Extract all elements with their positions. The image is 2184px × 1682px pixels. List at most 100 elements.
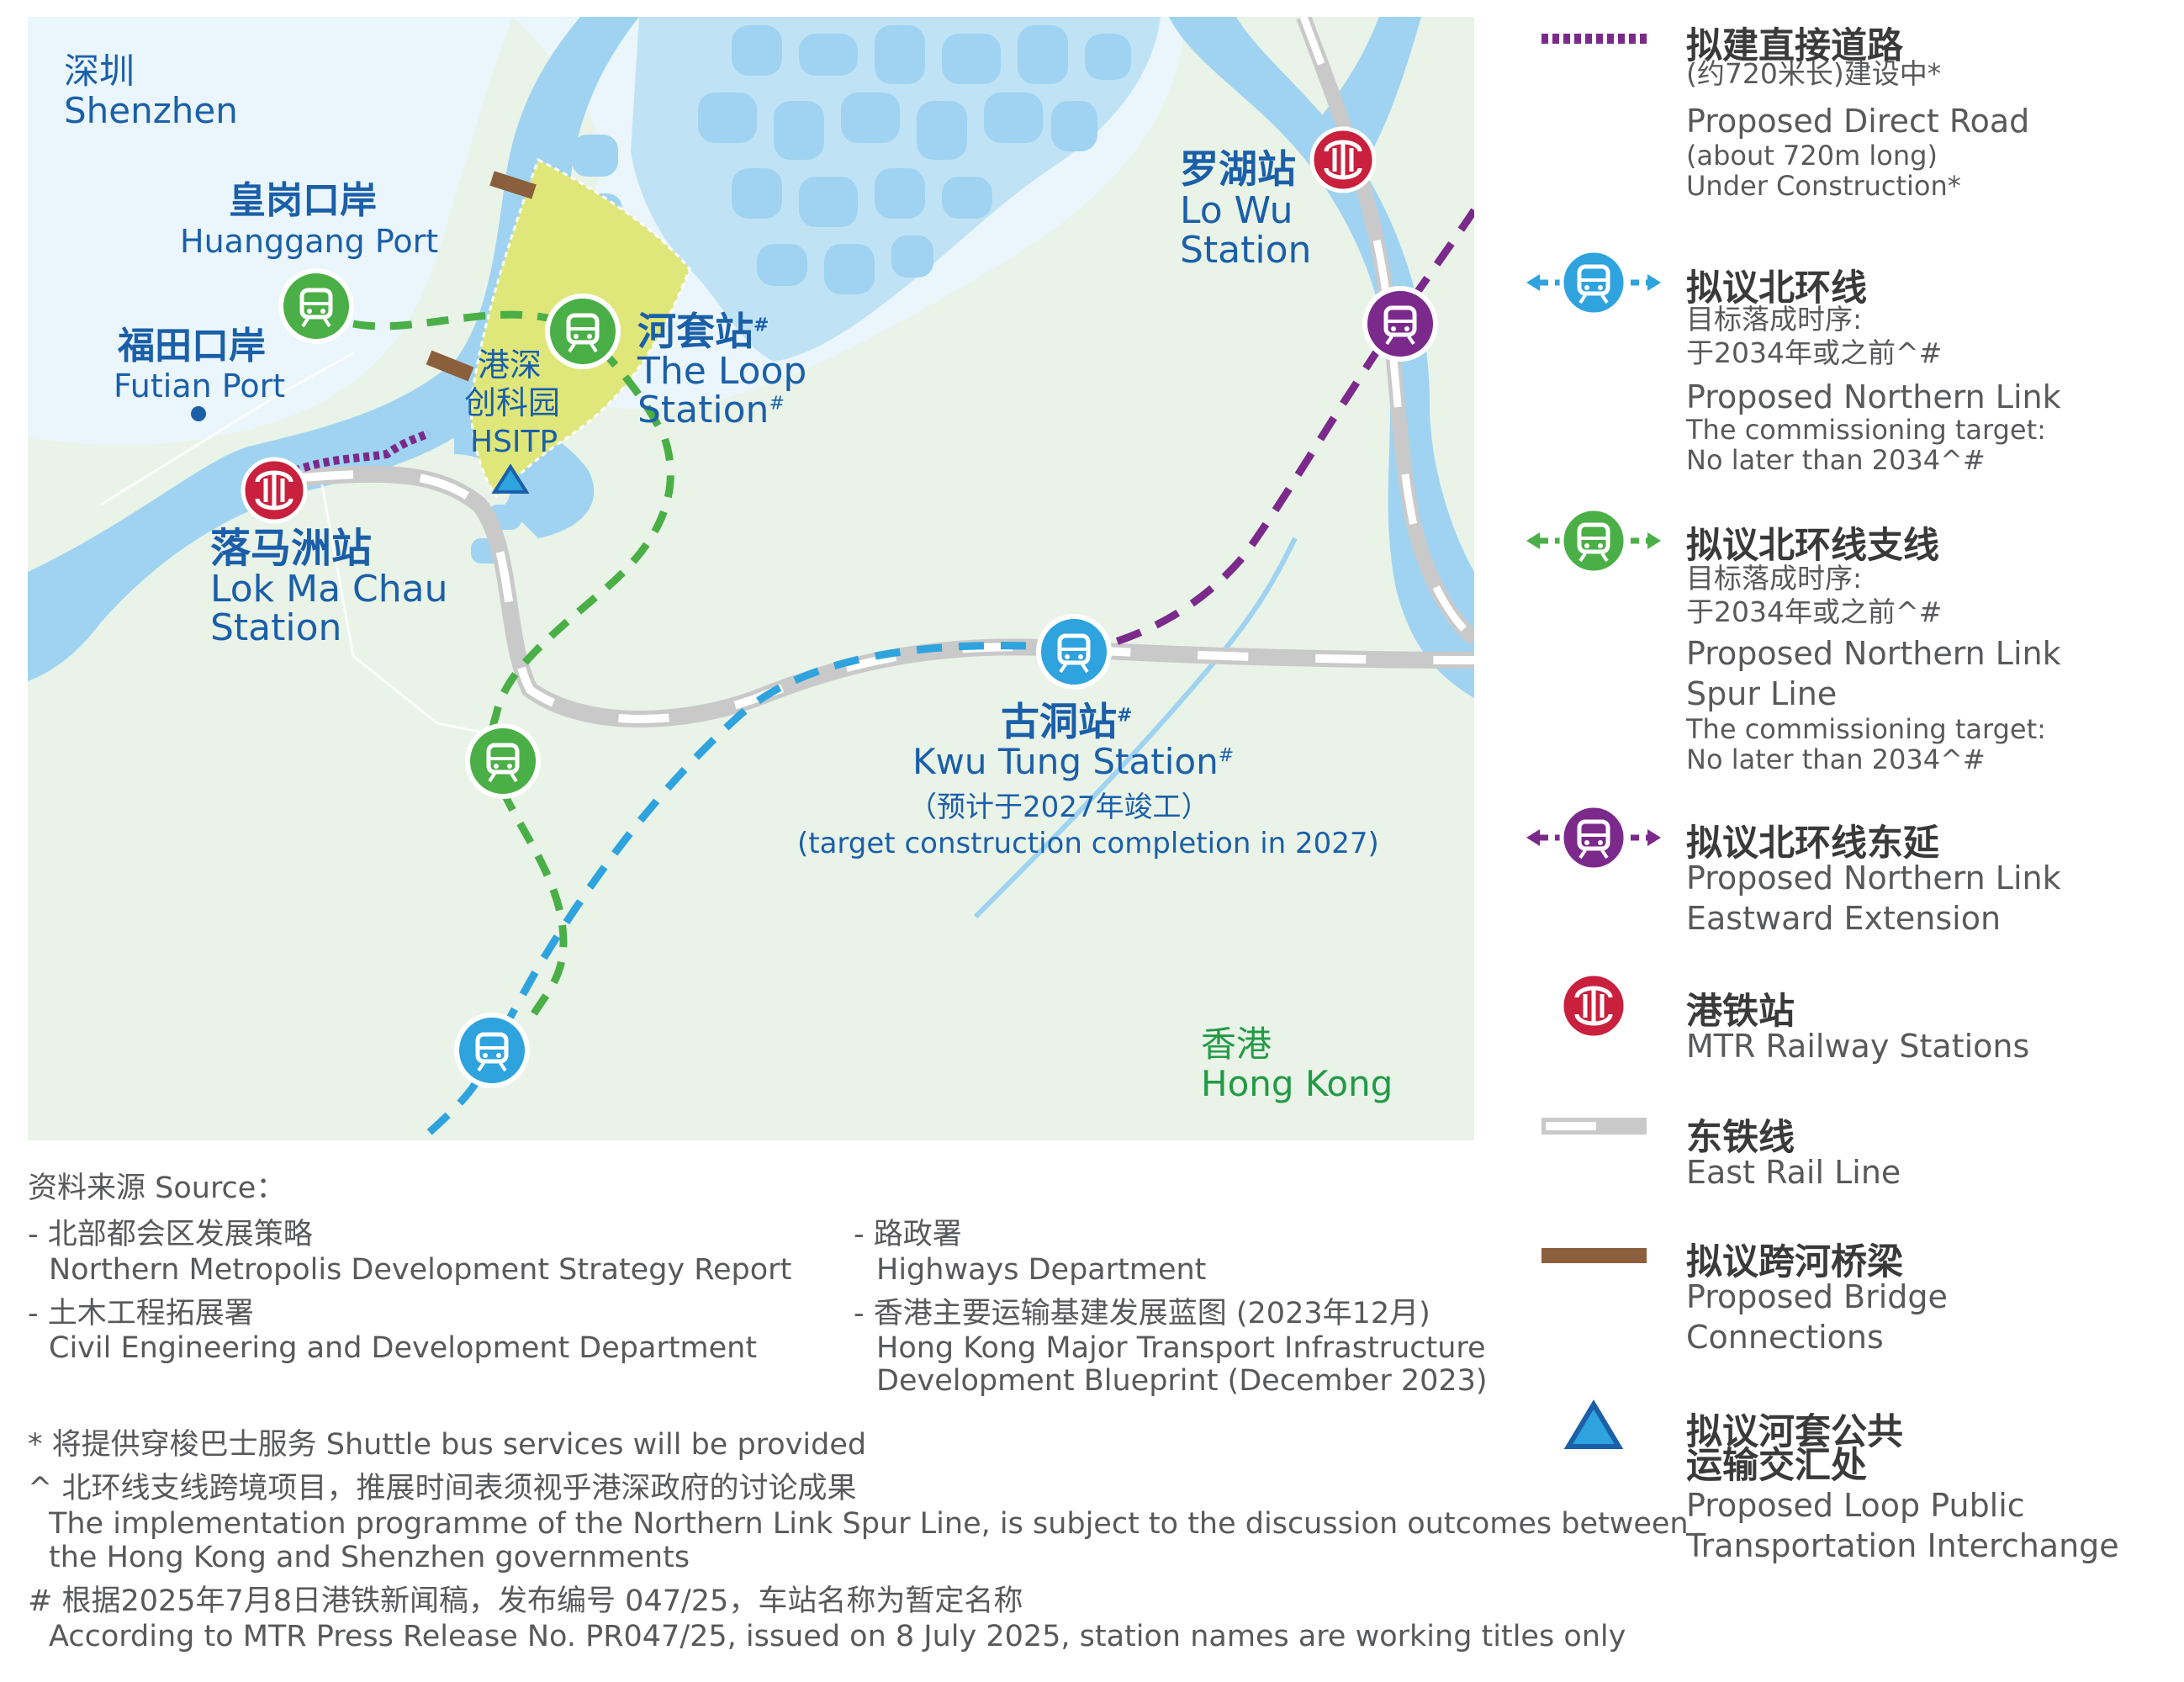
hongkong-label-en: Hong Kong (1201, 1063, 1393, 1104)
legend-pti-en-2: Transportation Interchange (1686, 1527, 2119, 1564)
loop-label-cn: 河套站# (637, 309, 769, 354)
legend-northern-link-cn: 拟议北环线 (1686, 267, 1867, 309)
lo-wu-mtr-station[interactable] (1309, 126, 1377, 193)
shenzhen-land (28, 17, 513, 446)
legend-symbols (1526, 34, 1661, 1449)
source-4-cn: - 香港主要运输基建发展蓝图 (2023年12月) (854, 1297, 1430, 1330)
lo-wu-river (1169, 17, 1474, 698)
kwutung-note-cn: （预计于2027年竣工） (908, 791, 1210, 824)
legend-direct-road-cn: 拟建直接道路 (1686, 25, 1903, 67)
legend-bridge-cn: 拟议跨河桥梁 (1686, 1241, 1903, 1283)
legend-bridge-swatch (1541, 1248, 1647, 1263)
legend-spur-line-en-4: No later than 2034^# (1686, 743, 1986, 775)
legend-northern-link-en-1: Proposed Northern Link (1686, 378, 2061, 415)
fish-ponds (471, 17, 1161, 563)
legend-mtr-swatch (1559, 971, 1628, 1040)
note-spur-cn: ^ 北环线支线跨境项目，推展时间表须视乎港深政府的讨论成果 (28, 1472, 857, 1505)
lmc-label-cn: 落马洲站 (210, 525, 373, 572)
shenzhen-label-en: Shenzhen (64, 90, 238, 131)
legend-pti-cn-1: 拟议河套公共 (1686, 1411, 1903, 1453)
legend-northern-link-en-3: No later than 2034^# (1686, 444, 1986, 476)
source-1-cn: - 北部都会区发展策略 (28, 1218, 313, 1251)
kwutung-label-en: Kwu Tung Station# (912, 741, 1235, 782)
huanggang-label-cn: 皇岗口岸 (229, 179, 377, 222)
note-shuttle: * 将提供穿梭巴士服务 Shuttle bus services will be… (28, 1428, 867, 1462)
lmc-label-en-1: Lok Ma Chau (210, 568, 448, 611)
hsitp-label-en: HSITP (470, 425, 558, 459)
legend-northern-link-en-2: The commissioning target: (1686, 414, 2046, 446)
futian-label-en: Futian Port (114, 368, 286, 405)
northern-link-south-station[interactable] (454, 1013, 530, 1088)
kwutung-label-cn: 古洞站# (1001, 699, 1133, 744)
legend-northern-link-cn-sub2: 于2034年或之前^# (1686, 336, 1943, 369)
hsitp-label-cn-1: 港深 (478, 346, 542, 383)
legend-eastward-cn: 拟议北环线东延 (1686, 822, 1939, 865)
lowu-label-en-2: Station (1180, 229, 1312, 272)
legend-mtr-en: MTR Railway Stations (1686, 1028, 2030, 1065)
legend-direct-road-en-1: Proposed Direct Road (1686, 103, 2030, 140)
legend-eastward-en-2: Eastward Extension (1686, 900, 2002, 937)
legend-spur-line-en-3: The commissioning target: (1686, 713, 2046, 745)
legend-pti-en-1: Proposed Loop Public (1686, 1487, 2025, 1524)
legend-east-rail-swatch (1541, 1118, 1647, 1135)
lowu-label-cn: 罗湖站 (1180, 146, 1296, 192)
kwutung-note-en: (target construction completion in 2027) (797, 827, 1379, 860)
kwu-tung-station[interactable] (1036, 614, 1112, 690)
lmc-label-en-2: Station (210, 606, 342, 649)
east-rail-line (302, 465, 1474, 727)
futian-port-marker (191, 406, 206, 421)
hsitp-label-cn-2: 创科园 (464, 384, 561, 421)
note-names-cn: # 根据2025年7月8日港铁新闻稿，发布编号 047/25，车站名称为暂定名称 (28, 1584, 1023, 1618)
loop-label-en-2: Station# (637, 389, 785, 431)
legend-pti-cn-2: 运输交汇处 (1686, 1445, 1867, 1487)
source-2-en: Civil Engineering and Development Depart… (49, 1331, 758, 1365)
lo-wu-eastward-station[interactable] (1362, 286, 1438, 362)
loop-label-en-1: The Loop (637, 350, 807, 393)
legend-bridge-en-2: Connections (1686, 1319, 1884, 1356)
legend-spur-line-cn-sub2: 于2034年或之前^# (1686, 595, 1943, 628)
legend-eastward-en-1: Proposed Northern Link (1686, 860, 2061, 897)
legend-direct-road-cn-sub: (约720米长)建设中* (1686, 57, 1942, 90)
legend-spur-line-cn-sub: 目标落成时序: (1686, 562, 1863, 595)
shenzhen-label-cn: 深圳 (64, 50, 135, 92)
legend-east-rail-cn: 东铁线 (1686, 1117, 1795, 1159)
huanggang-label-en: Huanggang Port (180, 223, 439, 260)
source-2-cn: - 土木工程拓展署 (28, 1297, 254, 1330)
loop-pti-marker (491, 463, 530, 494)
note-spur-en: The implementation programme of the Nort… (49, 1507, 1689, 1541)
legend-east-rail-en: East Rail Line (1686, 1154, 1901, 1191)
spur-line (352, 310, 674, 755)
legend-spur-line-cn: 拟议北环线支线 (1686, 525, 1939, 567)
hongkong-label-cn: 香港 (1201, 1023, 1272, 1065)
legend-spur-line-swatch (1526, 506, 1661, 575)
loop-station[interactable] (545, 294, 621, 369)
source-3-en: Highways Department (876, 1253, 1207, 1287)
legend-direct-road-en-3: Under Construction* (1686, 170, 1961, 202)
legend-spur-line-en-1: Proposed Northern Link (1686, 635, 2061, 672)
futian-label-cn: 福田口岸 (118, 325, 266, 368)
legend-mtr-cn: 港铁站 (1686, 991, 1795, 1033)
huanggang-station[interactable] (278, 268, 354, 344)
shenzhen-river (28, 17, 639, 681)
bridge-north (489, 171, 537, 199)
legend-bridge-en-1: Proposed Bridge (1686, 1278, 1948, 1315)
spur-south-station[interactable] (465, 723, 541, 799)
lok-ma-chau-mtr-station[interactable] (241, 457, 308, 524)
legend-spur-line-en-2: Spur Line (1686, 675, 1838, 712)
legend-eastward-swatch (1526, 803, 1661, 872)
source-3-cn: - 路政署 (854, 1218, 962, 1251)
eastward-extension (1076, 208, 1474, 656)
legend-northern-link-cn-sub: 目标落成时序: (1686, 303, 1863, 336)
note-spur-en2: the Hong Kong and Shenzhen governments (49, 1541, 690, 1574)
legend-northern-link-swatch (1526, 248, 1661, 317)
legend-direct-road-en-2: (about 720m long) (1686, 140, 1938, 172)
bridge-west (426, 350, 474, 382)
sources-heading: 资料来源 Source： (28, 1172, 286, 1205)
lowu-label-en-1: Lo Wu (1180, 189, 1293, 232)
legend-pti-swatch (1563, 1399, 1624, 1449)
northern-link (417, 642, 1069, 1140)
source-4-en: Hong Kong Major Transport Infrastructure (876, 1331, 1486, 1365)
source-4-en2: Development Blueprint (December 2023) (876, 1364, 1488, 1398)
note-names-en: According to MTR Press Release No. PR047… (49, 1620, 1626, 1653)
